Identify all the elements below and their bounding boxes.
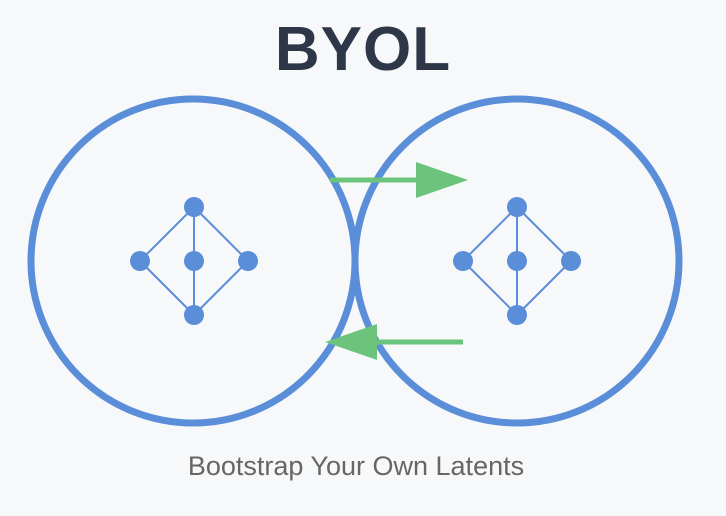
right-net-node — [507, 251, 527, 271]
right-net-node — [507, 197, 527, 217]
right-net-node — [561, 251, 581, 271]
right-net-edge — [462, 260, 518, 316]
right-net-edge — [516, 260, 572, 316]
left-net-edge — [193, 260, 249, 316]
diagram-title: BYOL — [274, 15, 452, 84]
right-net-edge — [516, 206, 572, 262]
right-net-node — [507, 305, 527, 325]
arrow-left-icon — [325, 324, 463, 360]
left-net-edge — [193, 206, 249, 262]
left-neural-network-icon — [130, 197, 258, 325]
arrow-left-head — [325, 324, 377, 360]
right-net-node — [453, 251, 473, 271]
diagram-subtitle: Bootstrap Your Own Latents — [187, 451, 525, 481]
left-net-node — [238, 251, 258, 271]
left-net-edge — [139, 206, 195, 262]
left-net-edge — [139, 260, 195, 316]
arrow-right-head — [416, 162, 468, 198]
right-network-circle — [351, 95, 683, 427]
left-net-node — [184, 197, 204, 217]
right-neural-network-icon — [453, 197, 581, 325]
left-net-node — [130, 251, 150, 271]
left-net-node — [184, 305, 204, 325]
arrow-right-icon — [330, 162, 468, 198]
left-net-node — [184, 251, 204, 271]
right-net-edge — [462, 206, 518, 262]
